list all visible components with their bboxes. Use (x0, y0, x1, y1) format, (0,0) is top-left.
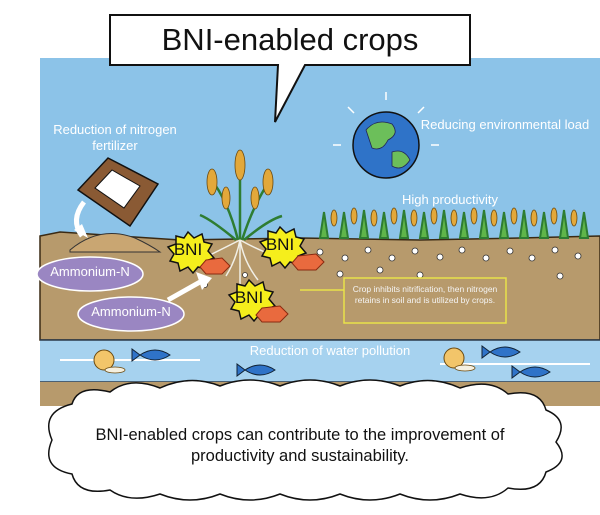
ammonium-label-1: Ammonium-N (50, 264, 130, 279)
nitrification-sign-1 (199, 257, 231, 275)
bni-crop-plant-icon (199, 149, 283, 290)
productivity-label: High productivity (401, 192, 499, 207)
water-pollution-label: Reduction of water pollution (249, 343, 411, 358)
bni-burst-1 (166, 230, 216, 275)
ammonium-blob-1 (36, 256, 144, 292)
page-title: BNI-enabled crops (161, 22, 419, 57)
bni-label-3: BNI (234, 288, 264, 307)
nitrification-sign-2 (291, 253, 325, 271)
footer-cloud (48, 379, 563, 501)
note-box (343, 277, 507, 324)
earth-globe-icon (333, 92, 439, 179)
bni-label-2: BNI (265, 235, 295, 254)
uptake-arrow-icon (166, 279, 202, 303)
crop-field (318, 207, 590, 239)
footer-message: BNI-enabled crops can contribute to the … (95, 426, 505, 465)
snail-icon (93, 347, 476, 374)
fish-icon (131, 345, 551, 379)
title-bubble (109, 14, 471, 123)
fertilizer-pile (69, 233, 162, 253)
nitrification-note: Crop inhibits nitrification, then nitrog… (352, 284, 498, 305)
bni-burst-2 (258, 225, 308, 270)
bni-label-1: BNI (173, 240, 203, 259)
nitrification-sign-3 (255, 305, 289, 323)
fertilizer-bag-icon (76, 157, 160, 228)
ammonium-blob-2 (77, 296, 185, 332)
ammonium-label-2: Ammonium-N (91, 304, 171, 319)
fertilizer-reduction-label: Reduction of nitrogen fertilizer (53, 122, 177, 153)
environmental-load-label: Reducing environmental load (420, 117, 590, 132)
